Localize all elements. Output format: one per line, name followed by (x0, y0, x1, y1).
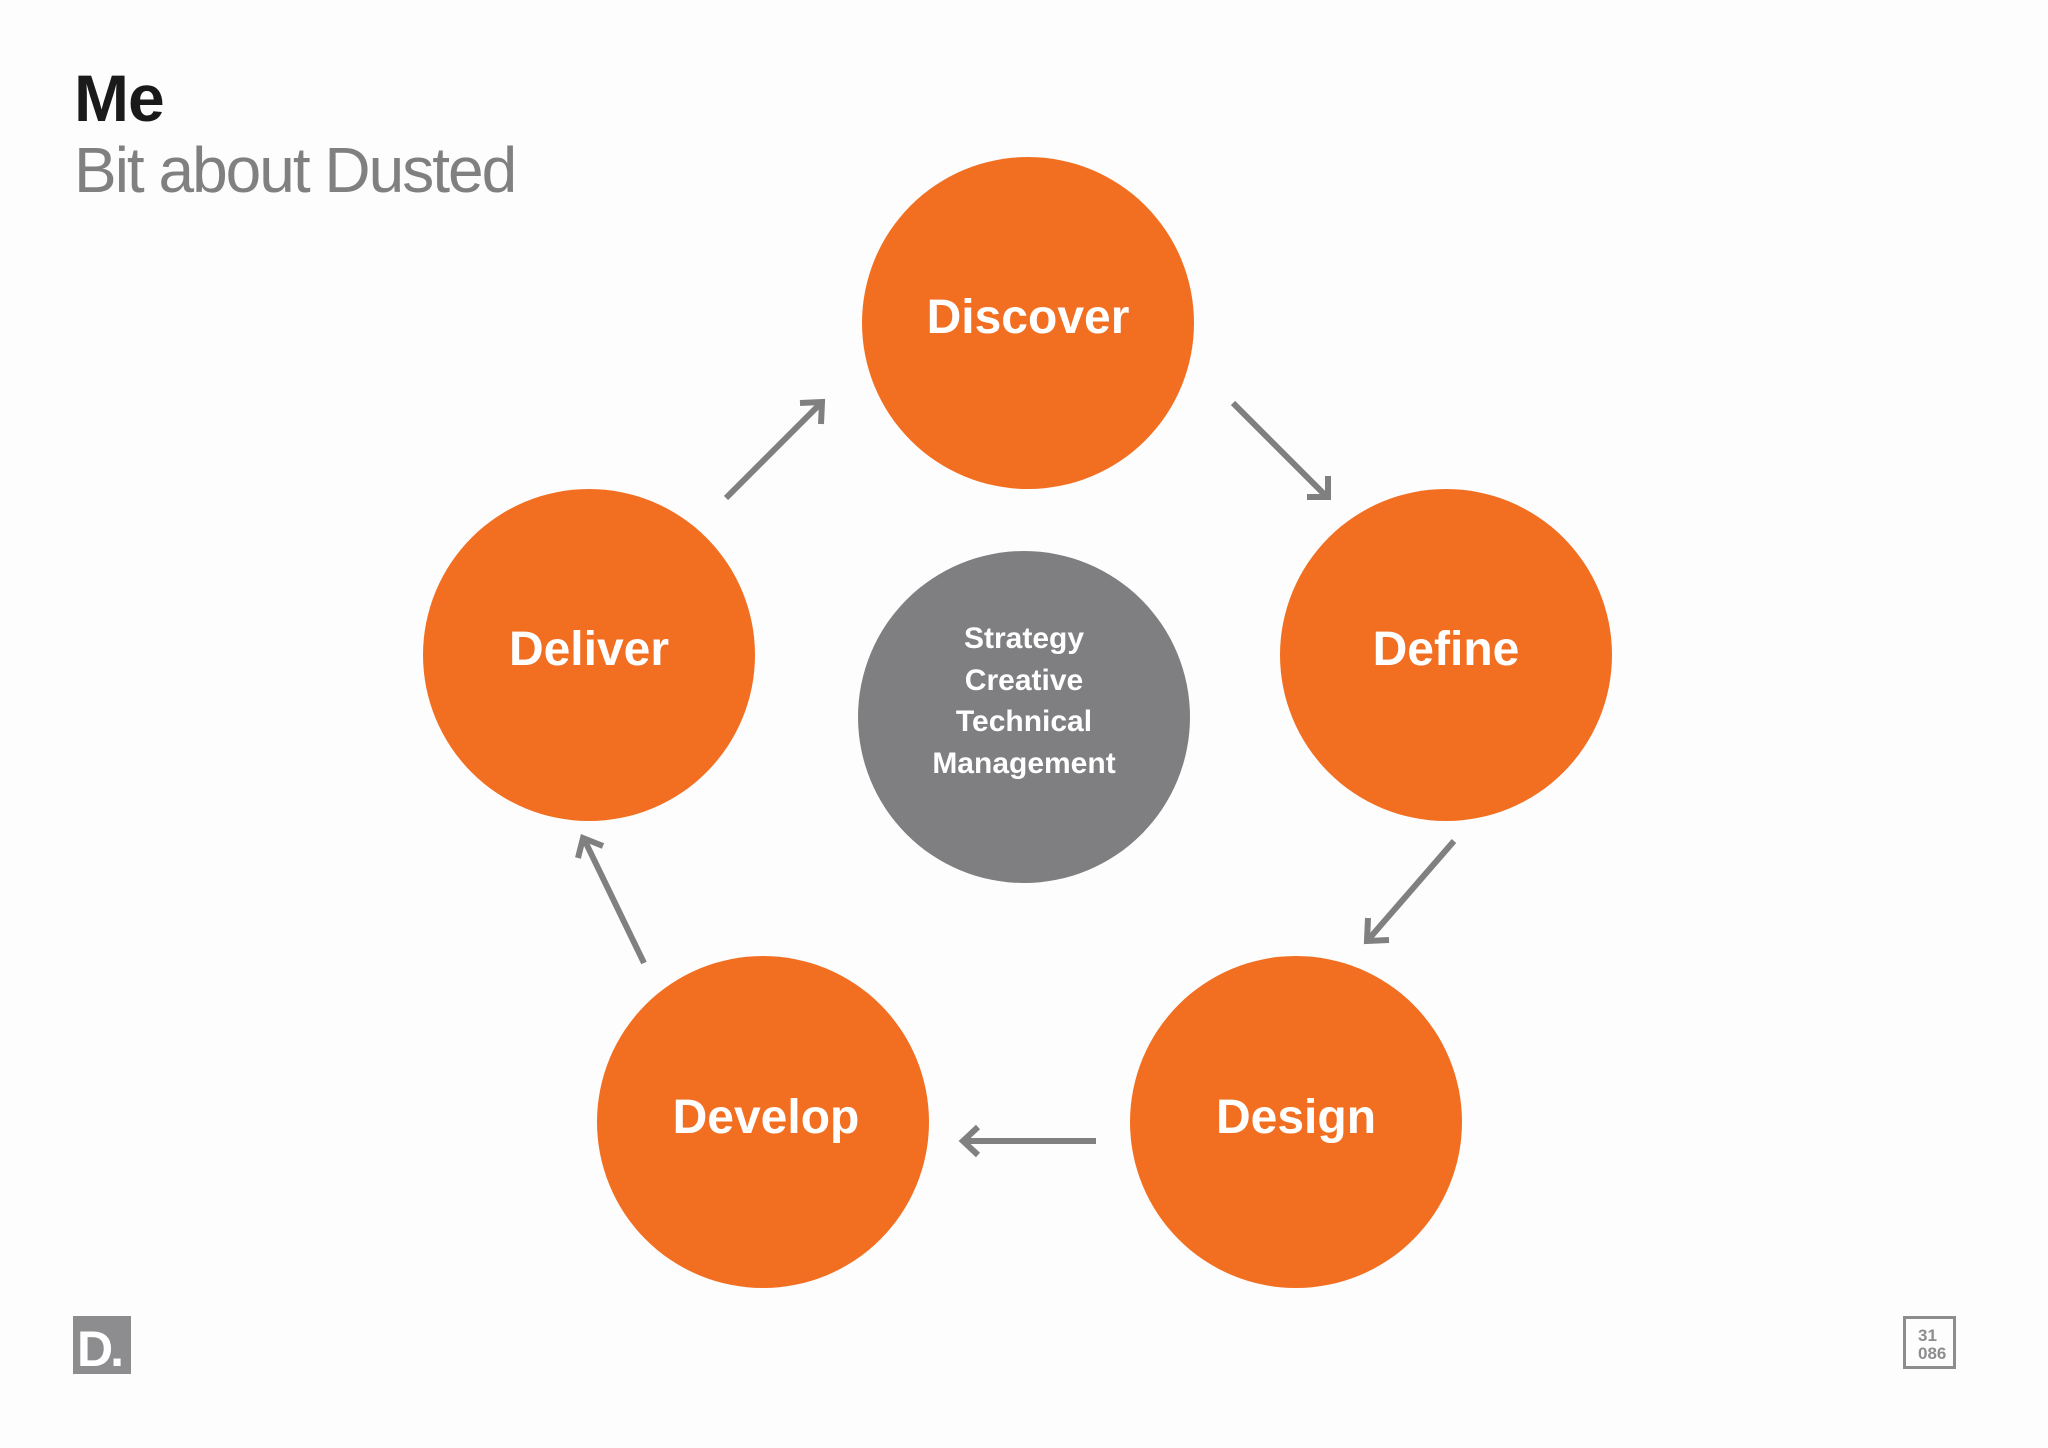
arrow-discover-to-define (1230, 400, 1331, 500)
node-deliver-label: Deliver (509, 623, 669, 676)
node-design: Design (1130, 956, 1462, 1288)
page-number-box: 31 086 (1903, 1316, 1956, 1369)
node-deliver: Deliver (423, 489, 755, 821)
node-define: Define (1280, 489, 1612, 821)
dusted-logo: D. (73, 1316, 131, 1374)
node-discover: Discover (862, 157, 1194, 489)
node-develop-circle (597, 956, 929, 1288)
center-line-strategy: Strategy (964, 622, 1084, 655)
node-discover-label: Discover (927, 291, 1130, 344)
node-define-label: Define (1373, 623, 1520, 676)
node-design-circle (1130, 956, 1462, 1288)
center-circle (858, 551, 1190, 883)
arrow-define-to-design (1363, 839, 1457, 945)
arrow-design-to-develop (958, 1124, 1096, 1158)
page-number-line-1: 31 (1918, 1326, 1937, 1345)
node-develop: Develop (597, 956, 929, 1288)
logo-text: D. (77, 1321, 124, 1377)
center-line-technical: Technical (956, 705, 1092, 738)
arrow-deliver-to-discover (723, 398, 826, 501)
center-line-management: Management (932, 747, 1115, 780)
center-line-creative: Creative (965, 664, 1083, 697)
node-define-circle (1280, 489, 1612, 821)
slide-title: Me (74, 61, 165, 135)
node-deliver-circle (423, 489, 755, 821)
node-develop-label: Develop (673, 1091, 860, 1144)
node-discover-circle (862, 157, 1194, 489)
center-node: Strategy Creative Technical Management (858, 551, 1190, 883)
arrow-develop-to-deliver (575, 833, 647, 965)
node-design-label: Design (1216, 1091, 1376, 1144)
slide-subtitle: Bit about Dusted (74, 134, 517, 206)
page-number-line-2: 086 (1918, 1344, 1947, 1363)
